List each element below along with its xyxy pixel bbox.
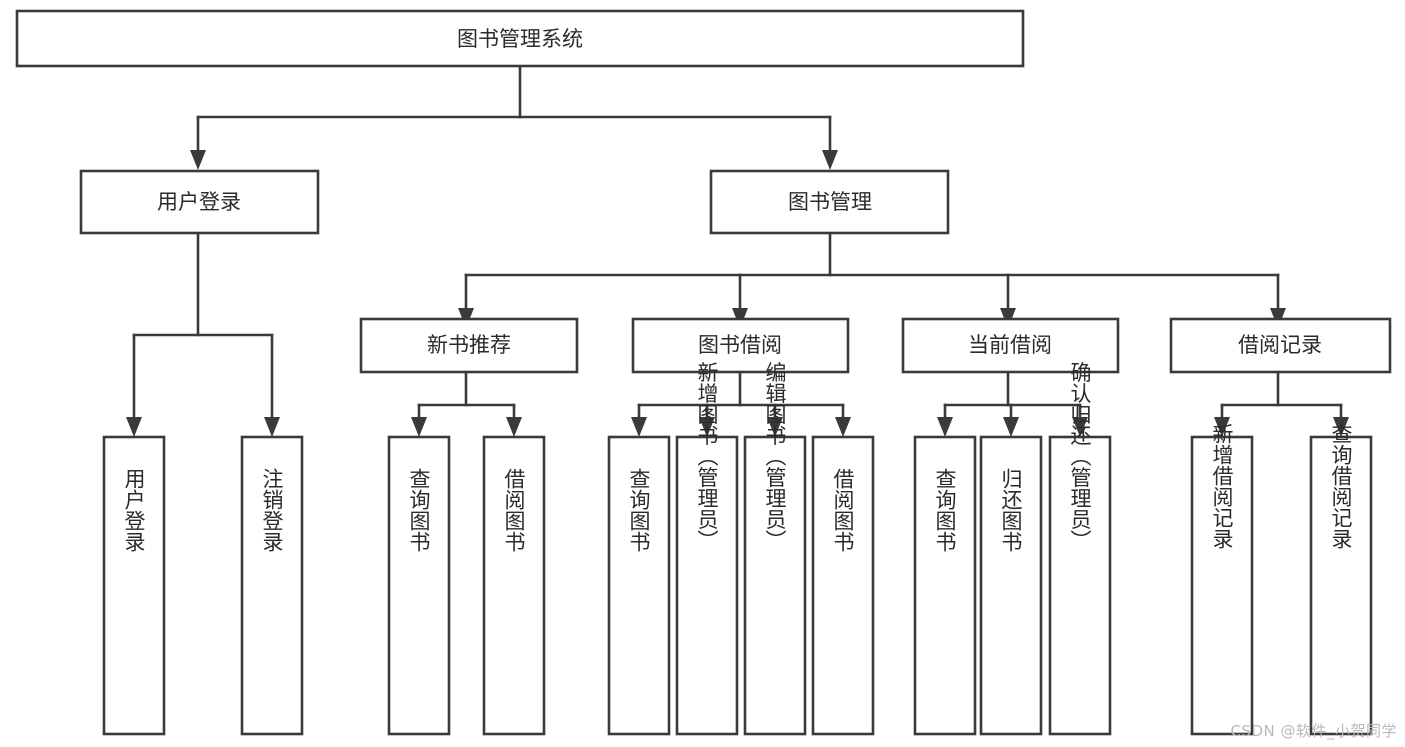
node-leaf-user-login-box[interactable] [102,435,166,736]
node-leaf-add-record[interactable]: 新增借阅记录 [1190,423,1254,736]
connector-root-to-level2 [190,64,838,170]
node-leaf-query-book-2-box[interactable] [607,435,671,736]
node-current-borrow-label: 当前借阅 [968,333,1052,357]
node-book-borrow[interactable]: 图书借阅 [631,317,850,374]
node-leaf-confirm-return-label: 确认归还（管理员） [1068,362,1092,551]
node-book-manage-label: 图书管理 [788,190,872,214]
arrow-root-to-user-login-icon [190,150,206,170]
node-leaf-add-book-box[interactable] [675,435,739,736]
node-leaf-user-login[interactable]: 用户登录 [102,435,166,736]
arrow-bb-leaf-2-icon [699,417,715,437]
node-leaf-query-record-label: 查询借阅记录 [1329,423,1353,549]
node-leaf-query-book-1-box[interactable] [387,435,451,736]
node-book-borrow-box[interactable] [631,317,850,374]
node-new-book-recommend-box[interactable] [359,317,579,374]
node-leaf-query-book-3-box[interactable] [913,435,977,736]
node-root[interactable]: 图书管理系统 [15,9,1025,68]
node-root-box[interactable] [15,9,1025,68]
connector-book-borrow-to-leaves [631,370,851,437]
node-new-book-recommend[interactable]: 新书推荐 [359,317,579,374]
node-leaf-borrow-book-1-label: 借阅图书 [502,468,526,552]
node-leaf-borrow-book-2-box[interactable] [811,435,875,736]
node-leaf-add-book[interactable]: 新增图书（管理员） [675,362,739,736]
node-leaf-return-book[interactable]: 归还图书 [979,435,1043,736]
node-user-login-box[interactable] [79,169,320,235]
node-borrow-record-box[interactable] [1169,317,1392,374]
connector-new-book-recommend-to-leaves [411,370,522,437]
connector-book-manage-to-level3 [458,231,1286,328]
arrow-bb-leaf-4-icon [835,417,851,437]
node-borrow-record[interactable]: 借阅记录 [1169,317,1392,374]
node-leaf-return-book-box[interactable] [979,435,1043,736]
arrow-cb-leaf-1-icon [937,417,953,437]
node-leaf-query-book-3-label: 查询图书 [933,468,957,552]
node-leaf-query-book-3[interactable]: 查询图书 [913,435,977,736]
node-book-manage-box[interactable] [709,169,950,235]
node-book-manage[interactable]: 图书管理 [709,169,950,235]
arrow-user-login-leaf-1-icon [126,417,142,437]
node-leaf-user-login-label: 用户登录 [122,468,146,552]
node-book-borrow-label: 图书借阅 [698,333,782,357]
node-leaf-logout-login[interactable]: 注销登录 [240,435,304,736]
node-new-book-recommend-label: 新书推荐 [427,333,511,357]
node-leaf-confirm-return-box[interactable] [1048,435,1112,736]
node-root-label: 图书管理系统 [457,27,583,51]
node-leaf-query-record-box[interactable] [1309,435,1373,736]
node-leaf-borrow-book-1-box[interactable] [482,435,546,736]
connector-borrow-record-to-leaves [1214,370,1349,437]
arrow-root-to-book-manage-icon [822,150,838,170]
arrow-br-leaf-2-icon [1333,417,1349,437]
node-borrow-record-label: 借阅记录 [1238,333,1322,357]
arrow-nbr-leaf-2-icon [506,417,522,437]
node-user-login[interactable]: 用户登录 [79,169,320,235]
node-leaf-edit-book[interactable]: 编辑图书（管理员） [743,362,807,736]
node-leaf-add-record-box[interactable] [1190,435,1254,736]
node-leaf-query-book-2[interactable]: 查询图书 [607,435,671,736]
node-leaf-edit-book-box[interactable] [743,435,807,736]
connector-current-borrow-to-leaves [937,370,1088,437]
node-leaf-query-book-1[interactable]: 查询图书 [387,435,451,736]
node-leaf-confirm-return[interactable]: 确认归还（管理员） [1048,362,1112,736]
node-leaf-borrow-book-1[interactable]: 借阅图书 [482,435,546,736]
node-leaf-query-book-2-label: 查询图书 [627,468,651,552]
arrow-bb-leaf-3-icon [767,417,783,437]
node-leaf-borrow-book-2[interactable]: 借阅图书 [811,435,875,736]
node-current-borrow[interactable]: 当前借阅 [901,317,1120,374]
arrow-cb-leaf-2-icon [1003,417,1019,437]
arrow-bb-leaf-1-icon [631,417,647,437]
node-leaf-query-book-1-label: 查询图书 [407,468,431,552]
arrow-nbr-leaf-1-icon [411,417,427,437]
node-user-login-label: 用户登录 [157,190,241,214]
node-leaf-add-book-label: 新增图书（管理员） [695,362,719,551]
node-leaf-return-book-label: 归还图书 [999,468,1023,552]
arrow-user-login-leaf-2-icon [264,417,280,437]
arrow-cb-leaf-3-icon [1072,417,1088,437]
node-leaf-logout-login-box[interactable] [240,435,304,736]
connector-user-login-to-leaves [126,231,280,437]
node-leaf-borrow-book-2-label: 借阅图书 [831,468,855,552]
node-current-borrow-box[interactable] [901,317,1120,374]
node-leaf-add-record-label: 新增借阅记录 [1210,423,1234,549]
arrow-br-leaf-1-icon [1214,417,1230,437]
node-leaf-query-record[interactable]: 查询借阅记录 [1309,423,1373,736]
node-leaf-edit-book-label: 编辑图书（管理员） [763,362,787,551]
node-leaf-logout-login-label: 注销登录 [260,468,284,552]
